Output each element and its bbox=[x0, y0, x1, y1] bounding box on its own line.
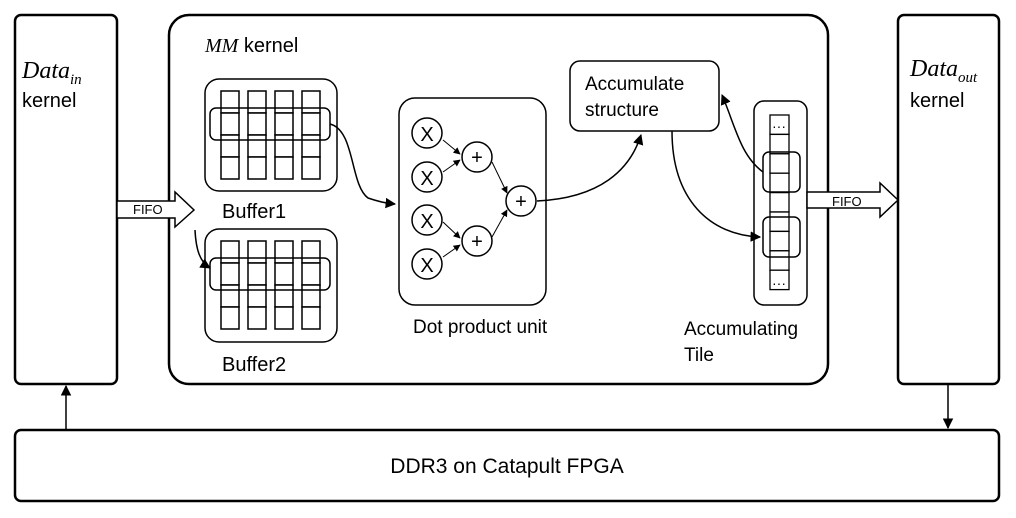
buffer2-row-highlight bbox=[209, 257, 331, 291]
buffer-cell bbox=[220, 284, 240, 308]
svg-text:+: + bbox=[471, 231, 483, 253]
fifo-in-label: FIFO bbox=[133, 202, 163, 217]
buffer-cell bbox=[274, 134, 294, 158]
buffer-cell bbox=[220, 134, 240, 158]
fifo-to-buffer2-arrow bbox=[194, 229, 211, 269]
adder-1: + bbox=[461, 141, 493, 173]
accum-tile-line1: Accumulating bbox=[684, 319, 798, 340]
buffer-cell bbox=[220, 262, 240, 286]
tile-cell bbox=[769, 250, 790, 271]
dot-product-unit: X X X X + + + Dot product unit bbox=[398, 97, 548, 338]
tile-cell bbox=[769, 211, 790, 233]
tile-cell bbox=[769, 191, 790, 213]
data-out-kernel: Dataout kernel bbox=[896, 13, 1001, 386]
ddr3-block: DDR3 on Catapult FPGA bbox=[13, 428, 1001, 503]
accumulate-to-tile-arrow bbox=[671, 130, 762, 242]
data-out-title: Dataout bbox=[909, 56, 978, 86]
mm-kernel-title: MM kernel bbox=[204, 35, 298, 57]
fifo-in-arrow: FIFO bbox=[116, 190, 196, 229]
svg-text:X: X bbox=[420, 168, 433, 190]
buffer-cell bbox=[301, 240, 321, 264]
buffer-cell bbox=[274, 262, 294, 286]
buffer2-label: Buffer2 bbox=[222, 354, 286, 376]
buffer1: Buffer1 bbox=[204, 78, 338, 223]
tile-cells bbox=[769, 114, 790, 291]
multiplier-4: X bbox=[411, 248, 443, 280]
buffer-cell bbox=[301, 90, 321, 114]
buffer-cell bbox=[301, 134, 321, 158]
svg-text:X: X bbox=[420, 211, 433, 233]
adder-2: + bbox=[461, 225, 493, 257]
tile-dots-top: ··· bbox=[772, 118, 786, 134]
buffer-cell bbox=[247, 156, 267, 180]
buffer-cell bbox=[247, 240, 267, 264]
buffer-cell bbox=[220, 156, 240, 180]
ddr3-label: DDR3 on Catapult FPGA bbox=[390, 455, 623, 478]
buffer-cell bbox=[301, 306, 321, 330]
buffer-cell bbox=[274, 284, 294, 308]
accumulate-line1: Accumulate bbox=[585, 74, 684, 95]
buffer-cell bbox=[220, 306, 240, 330]
fifo-out-label: FIFO bbox=[832, 194, 862, 209]
buffer-cell bbox=[274, 112, 294, 136]
svg-text:+: + bbox=[471, 147, 483, 169]
dot-product-label: Dot product unit bbox=[413, 317, 548, 338]
tile-cell bbox=[769, 230, 790, 252]
buffer-cell bbox=[220, 240, 240, 264]
multiplier-2: X bbox=[411, 161, 443, 193]
dot-to-accumulate-arrow bbox=[536, 133, 644, 202]
buffer-cell bbox=[274, 306, 294, 330]
buffer-cell bbox=[247, 306, 267, 330]
data-in-title: Datain bbox=[21, 58, 82, 88]
buffer-cell bbox=[247, 112, 267, 136]
buffer1-to-dot-arrow bbox=[329, 123, 397, 209]
accumulate-line2: structure bbox=[585, 100, 659, 121]
svg-text:X: X bbox=[420, 124, 433, 146]
buffer-cell bbox=[247, 284, 267, 308]
buffer-cell bbox=[247, 90, 267, 114]
buffer-cell bbox=[274, 90, 294, 114]
buffer-cell bbox=[301, 112, 321, 136]
multiplier-1: X bbox=[411, 117, 443, 149]
buffer-cell bbox=[301, 284, 321, 308]
buffer-cell bbox=[220, 90, 240, 114]
svg-text:+: + bbox=[515, 191, 527, 213]
accumulate-structure: Accumulate structure bbox=[569, 60, 720, 132]
data-in-kernel: Datain kernel bbox=[13, 13, 119, 386]
tile-dots-bottom: ··· bbox=[772, 275, 786, 291]
adder-3: + bbox=[505, 185, 537, 217]
tile-cell bbox=[769, 172, 790, 194]
tile-cell bbox=[769, 133, 790, 155]
buffer2: Buffer2 bbox=[204, 228, 338, 376]
tile-to-accumulate-arrow bbox=[720, 94, 764, 173]
data-out-kernel-label: kernel bbox=[910, 90, 964, 112]
fifo-out-arrow: FIFO bbox=[806, 181, 900, 219]
buffer-cell bbox=[301, 262, 321, 286]
buffer-cell bbox=[274, 240, 294, 264]
buffer-cell bbox=[247, 262, 267, 286]
accumulating-tile: Accumulating Tile ··· ··· bbox=[684, 100, 808, 366]
buffer1-label: Buffer1 bbox=[222, 201, 286, 223]
data-in-kernel-label: kernel bbox=[22, 90, 76, 112]
svg-text:X: X bbox=[420, 255, 433, 277]
buffer-cell bbox=[301, 156, 321, 180]
tile-write-highlight bbox=[762, 216, 801, 258]
tile-cell bbox=[769, 269, 790, 291]
buffer-cell bbox=[220, 112, 240, 136]
accum-tile-line2: Tile bbox=[684, 345, 714, 366]
multiplier-3: X bbox=[411, 204, 443, 236]
buffer-cell bbox=[247, 134, 267, 158]
buffer-cell bbox=[274, 156, 294, 180]
tile-cell bbox=[769, 153, 790, 174]
